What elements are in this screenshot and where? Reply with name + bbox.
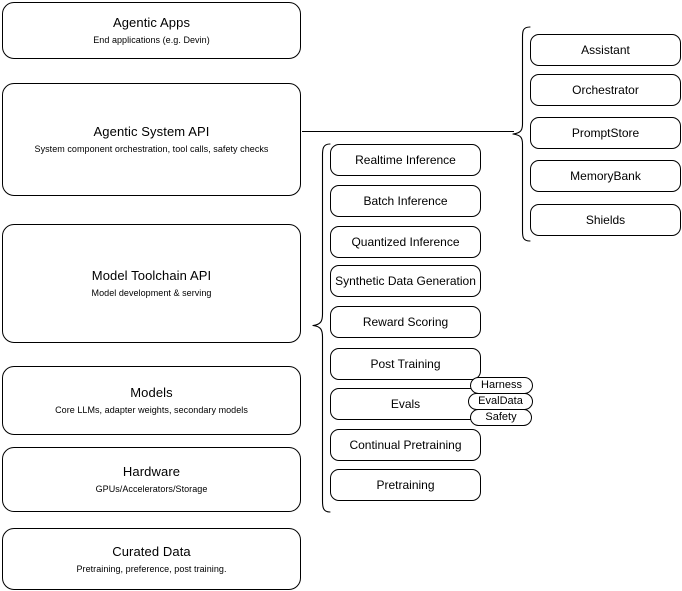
eval-badge-label: Safety xyxy=(485,411,517,423)
toolchain-item-label: Synthetic Data Generation xyxy=(335,273,476,288)
layer-subtitle: System component orchestration, tool cal… xyxy=(34,144,269,154)
layer-box-curated-data[interactable]: Curated Data Pretraining, preference, po… xyxy=(2,528,301,590)
connector-line-agentic-system-api xyxy=(302,131,514,132)
layer-title: Hardware xyxy=(122,464,181,479)
layer-title: Agentic Apps xyxy=(112,15,191,30)
toolchain-item-continual-pretraining[interactable]: Continual Pretraining xyxy=(330,429,481,461)
toolchain-item-label: Continual Pretraining xyxy=(349,437,462,452)
toolchain-item-pretraining[interactable]: Pretraining xyxy=(330,469,481,501)
agentic-item-label: PromptStore xyxy=(571,125,640,140)
toolchain-item-label: Realtime Inference xyxy=(355,152,456,167)
layer-subtitle: Pretraining, preference, post training. xyxy=(76,563,227,574)
toolchain-item-batch-inference[interactable]: Batch Inference xyxy=(330,185,481,217)
agentic-item-shields[interactable]: Shields xyxy=(530,204,681,236)
agentic-item-promptstore[interactable]: PromptStore xyxy=(530,117,681,149)
agentic-item-orchestrator[interactable]: Orchestrator xyxy=(530,74,681,106)
toolchain-item-evals[interactable]: Evals xyxy=(330,388,481,420)
layer-title: Models xyxy=(130,385,173,400)
agentic-item-assistant[interactable]: Assistant xyxy=(530,34,681,66)
layer-box-agentic-system-api[interactable]: Agentic System API System component orch… xyxy=(2,83,301,196)
brace-agentic xyxy=(512,26,531,242)
layer-box-models[interactable]: Models Core LLMs, adapter weights, secon… xyxy=(2,366,301,435)
toolchain-item-label: Batch Inference xyxy=(363,193,448,208)
eval-badge-evaldata[interactable]: EvalData xyxy=(468,393,533,410)
eval-badge-label: Harness xyxy=(481,379,522,391)
toolchain-item-label: Post Training xyxy=(370,356,441,371)
layer-subtitle: End applications (e.g. Devin) xyxy=(93,35,210,45)
layer-box-agentic-apps[interactable]: Agentic Apps End applications (e.g. Devi… xyxy=(2,2,301,59)
toolchain-item-label: Quantized Inference xyxy=(351,234,460,249)
toolchain-item-realtime-inference[interactable]: Realtime Inference xyxy=(330,144,481,176)
toolchain-item-post-training[interactable]: Post Training xyxy=(330,348,481,380)
toolchain-item-synthetic-data-generation[interactable]: Synthetic Data Generation xyxy=(330,265,481,297)
layer-title: Curated Data xyxy=(112,543,191,559)
layer-box-model-toolchain-api[interactable]: Model Toolchain API Model development & … xyxy=(2,224,301,343)
layer-title: Agentic System API xyxy=(93,124,210,139)
layer-subtitle: Core LLMs, adapter weights, secondary mo… xyxy=(55,405,248,415)
eval-badge-label: EvalData xyxy=(478,395,523,407)
agentic-item-label: Assistant xyxy=(581,42,630,57)
layer-subtitle: Model development & serving xyxy=(91,288,212,298)
layer-box-hardware[interactable]: Hardware GPUs/Accelerators/Storage xyxy=(2,447,301,512)
brace-toolchain xyxy=(312,143,331,513)
agentic-item-label: MemoryBank xyxy=(570,168,641,183)
toolchain-item-label: Reward Scoring xyxy=(362,314,449,329)
eval-badge-safety[interactable]: Safety xyxy=(470,409,532,426)
toolchain-item-quantized-inference[interactable]: Quantized Inference xyxy=(330,226,481,258)
agentic-item-label: Orchestrator xyxy=(572,82,639,97)
agentic-item-memorybank[interactable]: MemoryBank xyxy=(530,160,681,192)
eval-badge-harness[interactable]: Harness xyxy=(470,377,533,394)
toolchain-item-label: Pretraining xyxy=(376,477,435,492)
toolchain-item-reward-scoring[interactable]: Reward Scoring xyxy=(330,306,481,338)
toolchain-item-label: Evals xyxy=(390,396,421,411)
layer-title: Model Toolchain API xyxy=(91,268,212,283)
agentic-item-label: Shields xyxy=(585,212,626,227)
layer-subtitle: GPUs/Accelerators/Storage xyxy=(95,484,208,494)
